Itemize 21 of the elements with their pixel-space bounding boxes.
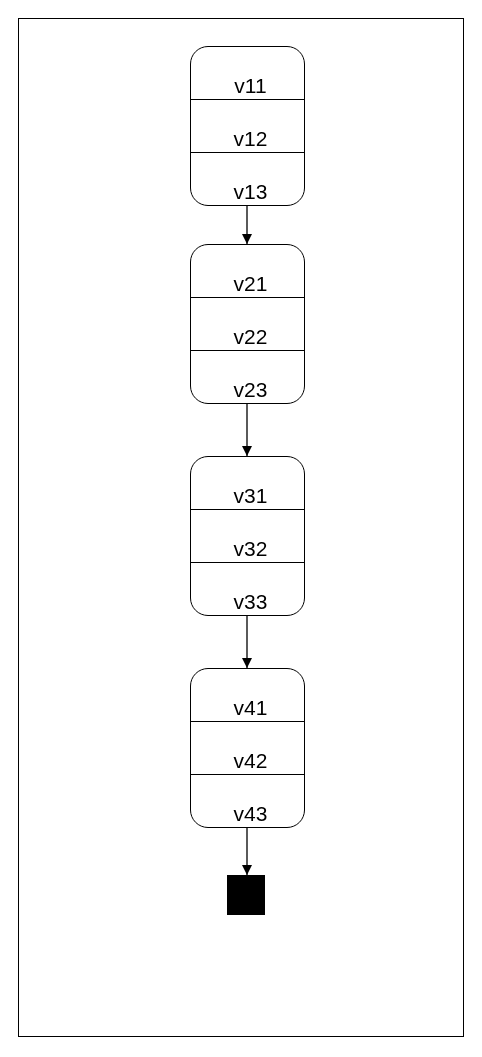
arrow bbox=[242, 615, 252, 669]
variable-label: v42 bbox=[233, 748, 268, 772]
arrow bbox=[242, 205, 252, 245]
compartment-box bbox=[190, 46, 305, 206]
arrow bbox=[242, 403, 252, 457]
variable-label: v31 bbox=[233, 483, 268, 507]
compartment-box bbox=[190, 244, 305, 404]
filled-square bbox=[227, 875, 265, 915]
variable-label: v32 bbox=[233, 536, 268, 560]
variable-label: v13 bbox=[233, 179, 268, 203]
variable-label: v21 bbox=[233, 271, 268, 295]
compartment-box bbox=[190, 456, 305, 616]
variable-label: v12 bbox=[233, 126, 268, 150]
variable-label: v11 bbox=[234, 73, 267, 97]
arrow bbox=[242, 827, 252, 876]
variable-label: v22 bbox=[233, 324, 268, 348]
variable-label: v23 bbox=[233, 377, 268, 401]
variable-label: v33 bbox=[233, 589, 268, 613]
variable-label: v41 bbox=[233, 695, 268, 719]
compartment-box bbox=[190, 668, 305, 828]
variable-label: v43 bbox=[233, 801, 268, 825]
